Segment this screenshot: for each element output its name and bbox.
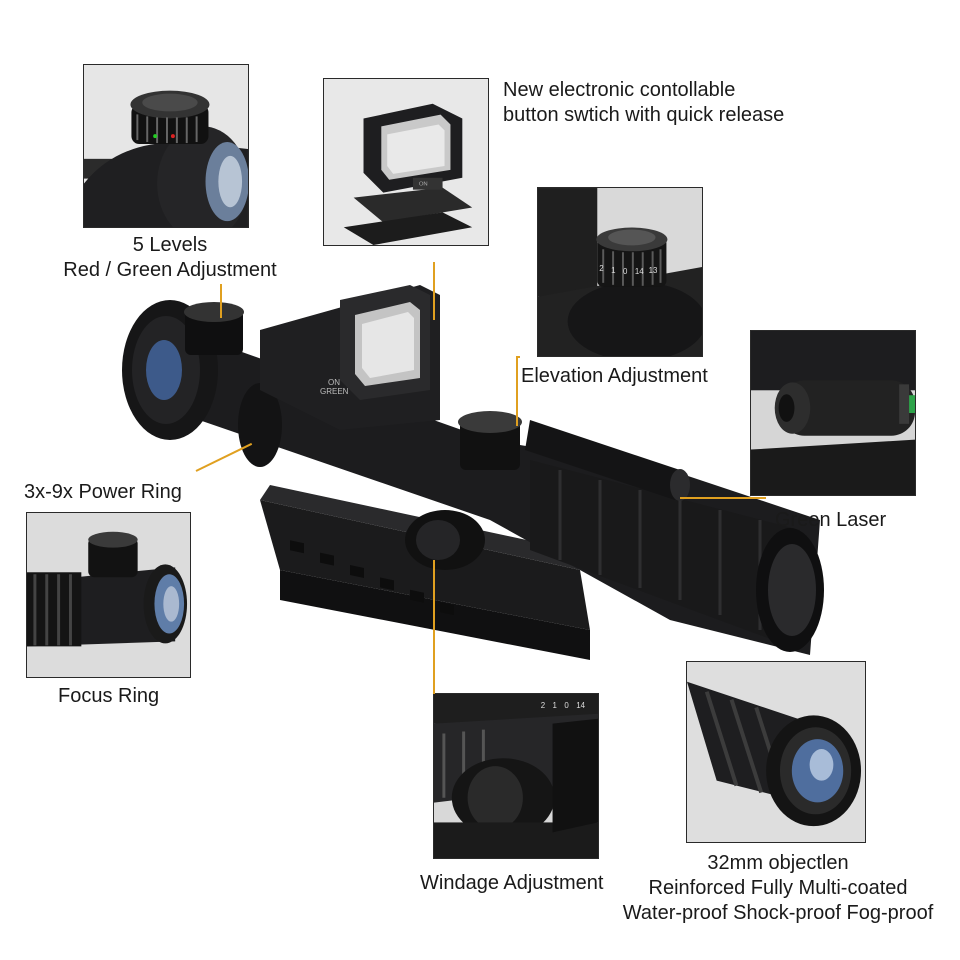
sight-switch-green: GREEN [320,387,349,396]
callout-line-switch [433,262,435,320]
label-levels-line1: 5 Levels [132,234,208,256]
elevation-scale-mark: 1 [611,266,615,275]
label-focus: Focus Ring [58,685,160,707]
label-objective-line1: 32mm objectlen [707,852,849,874]
label-objective-line2: Reinforced Fully Multi-coated [648,877,908,899]
windage-scale-mark: 14 [576,701,585,710]
label-windage: Windage Adjustment [420,872,604,894]
sight-switch-on: ON [328,378,340,387]
rifle-scope-combo-illustration: ON GREEN [110,270,840,700]
label-laser: Green Laser [775,509,887,531]
inset-red-dot-sight: ON [323,78,489,246]
label-switch: New electronic contollable button swtich… [503,78,784,128]
elevation-scale-mark: 13 [649,266,658,275]
inset-windage-knob: 2 1 0 14 [433,693,599,859]
label-power-ring: 3x-9x Power Ring [24,481,182,503]
elevation-scale-mark: 14 [635,267,644,276]
callout-line-laser [680,497,766,499]
label-switch-line1: New electronic contollable [503,79,736,101]
callout-line-elevation-v [516,356,518,426]
elevation-scale-mark: 2 [599,264,603,273]
label-levels: 5 Levels Red / Green Adjustment [40,233,300,283]
windage-scale-mark: 1 [553,701,557,710]
callout-line-levels [220,284,222,318]
inset-levels-knob [83,64,249,228]
svg-text:ON: ON [419,182,428,188]
elevation-scale-mark: 0 [623,267,628,276]
label-objective-line3: Water-proof Shock-proof Fog-proof [622,902,934,924]
label-elevation: Elevation Adjustment [521,365,708,387]
label-levels-line2: Red / Green Adjustment [63,259,277,281]
callout-line-windage [433,560,435,694]
label-switch-line2: button swtich with quick release [503,104,785,126]
inset-focus-ring [26,512,191,678]
label-objective: 32mm objectlen Reinforced Fully Multi-co… [610,851,946,926]
inset-objective-lens [686,661,866,843]
inset-elevation-knob: 2 1 0 14 13 [537,187,703,357]
inset-green-laser [750,330,916,496]
callout-line-elevation-h [516,356,520,358]
windage-scale-mark: 2 [541,701,545,710]
windage-scale-mark: 0 [564,701,569,710]
